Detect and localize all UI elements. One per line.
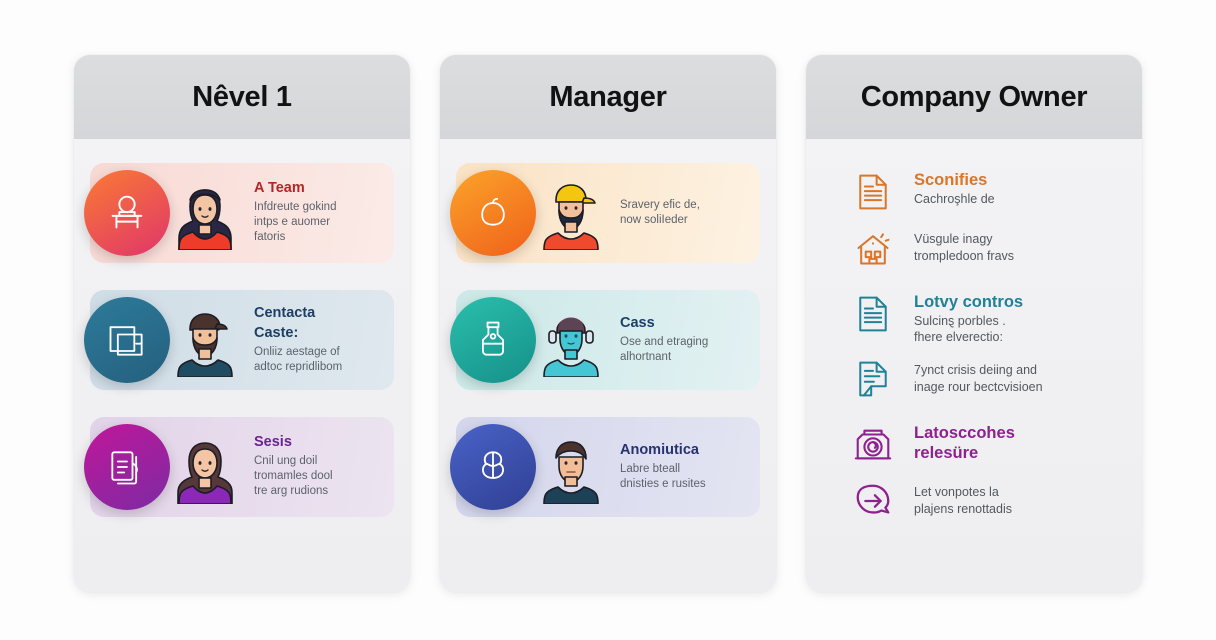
person-description: intps e auomer	[254, 216, 331, 229]
person-title: Sesis	[254, 434, 292, 451]
card-title: Nêvel 1	[192, 80, 292, 113]
person-description: adtoc repridlibom	[254, 360, 343, 373]
person-title: Caste:	[254, 324, 299, 341]
brain-outline-icon	[450, 424, 536, 510]
feature-title: Sconifies	[914, 171, 988, 189]
feature-text: Vüsgule inagy trompledoon fravs	[914, 225, 1014, 264]
feature-title: relesüre	[914, 443, 979, 462]
card-title: Company Owner	[860, 80, 1088, 113]
person-description: fatoris	[254, 231, 286, 244]
feature-title: Lotvy contros	[914, 293, 1024, 311]
person-title: Anomiutica	[620, 441, 699, 458]
person-at-desk-icon	[84, 170, 170, 256]
person-title: A Team	[254, 180, 305, 197]
person-description: Infdreute gokind	[254, 201, 337, 214]
feature-description: 7ynct crisis deiing and	[914, 363, 1037, 378]
bearded-man-cap-avatar	[168, 303, 242, 377]
person-description: Onliiz aestage of	[254, 345, 340, 358]
document-folded-icon	[850, 356, 896, 402]
person-description: now soliIeder	[620, 214, 688, 226]
document-lines-icon	[850, 291, 896, 337]
feature-description: Sulcinȿ porbles .	[914, 313, 1006, 328]
person-description: Ose and etraging	[620, 335, 709, 348]
person-description: Cnil ung doil	[254, 455, 318, 468]
house-icon	[850, 225, 896, 271]
feature-description: plajens renottadis	[914, 501, 1012, 516]
person-description: alhortnant	[620, 350, 672, 363]
short-hair-man-avatar	[534, 430, 608, 504]
feature-title: Latosccohes	[914, 424, 1015, 443]
person-text: Sravery efic de, now soliIeder	[608, 198, 760, 228]
arrow-right-circle-icon	[850, 478, 896, 524]
person-title: Cass	[620, 314, 655, 331]
person-description: Sravery efic de,	[620, 198, 700, 211]
person-row[interactable]: Sravery efic de, now soliIeder	[450, 163, 760, 263]
documents-stack-icon	[84, 424, 170, 510]
person-description: tromamles dool	[254, 470, 333, 483]
person-description: Labre bteall	[620, 462, 681, 475]
apple-outline-icon	[450, 170, 536, 256]
card-header-level-1: Nêvel 1	[74, 55, 410, 139]
flask-bottle-icon	[450, 297, 536, 383]
document-lines-icon	[850, 169, 896, 215]
woman-purple-shirt-avatar	[168, 430, 242, 504]
person-title: Centacta	[254, 305, 316, 322]
camera-lens-icon	[850, 422, 896, 468]
bearded-man-yellow-cap-avatar	[534, 176, 608, 250]
card-header-company-owner: Company Owner	[806, 55, 1142, 139]
feature-description: fhere elverectio:	[914, 330, 1003, 345]
card-title: Manager	[549, 80, 667, 113]
headset-agent-avatar	[534, 303, 608, 377]
overlapping-squares-icon	[84, 297, 170, 383]
feature-description: Let vonpotes la	[914, 485, 999, 500]
feature-row[interactable]: Vüsgule inagy trompledoon fravs	[822, 225, 1126, 271]
feature-description: inage rour bectcvisioen	[914, 379, 1043, 394]
person-description: dnisties e rusites	[620, 477, 706, 490]
feature-description: trompledoon fravs	[914, 248, 1015, 263]
feature-description: Vüsgule inagy	[914, 232, 993, 246]
woman-red-shirt-avatar	[168, 176, 242, 250]
feature-description: Cachroşhle de	[914, 191, 995, 206]
card-header-manager: Manager	[440, 55, 776, 139]
person-description: tre arg rudions	[254, 485, 329, 498]
